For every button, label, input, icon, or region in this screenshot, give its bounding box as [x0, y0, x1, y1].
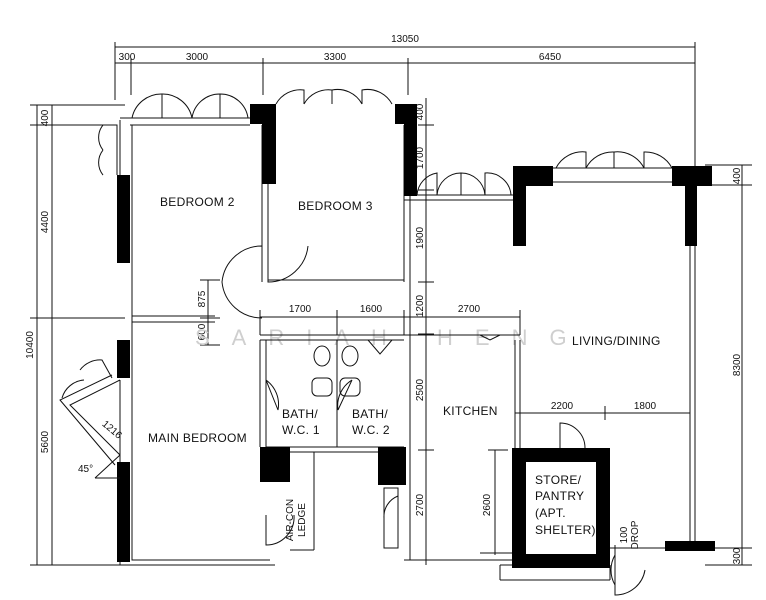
room-label-bath-1-line-2: W.C. 1	[282, 423, 320, 437]
dim-top-3300: 3300	[324, 52, 347, 63]
room-label-main-bedroom: MAIN BEDROOM	[148, 431, 247, 445]
kitchen-2600-dimension: 2600	[482, 449, 508, 555]
dim-angle-45: 45°	[78, 464, 93, 475]
dim-inner-1700: 1700	[289, 304, 312, 315]
dim-top-300: 300	[119, 52, 136, 63]
store-interior	[526, 462, 596, 554]
dim-v-1700: 1700	[415, 146, 426, 169]
dim-left-4400: 4400	[40, 210, 51, 233]
dim-top-6450: 6450	[539, 52, 562, 63]
room-label-bedroom-3: BEDROOM 3	[298, 199, 373, 213]
dim-right-400: 400	[732, 167, 743, 184]
dim-inner-1600: 1600	[360, 304, 383, 315]
basin-icon	[313, 345, 331, 367]
dim-top-3000: 3000	[186, 52, 209, 63]
dim-left-400: 400	[40, 109, 51, 126]
doors	[221, 245, 646, 596]
left-dimensions: 400 4400 10400 5600	[25, 104, 125, 566]
dim-mid-600: 600	[197, 323, 208, 340]
internal-vertical-dimensions: 400 1700 1900 1200 2500 2700	[415, 98, 434, 565]
toilet-icon	[339, 377, 361, 397]
drop-label-line-1: 100	[619, 526, 630, 543]
room-label-bath-2-line-1: BATH/	[352, 407, 388, 421]
drop-label-line-2: DROP	[630, 520, 641, 549]
dim-v-400: 400	[415, 103, 426, 120]
basin-icon	[341, 345, 359, 367]
dim-right-8300: 8300	[732, 353, 743, 376]
store-horizontal-dimensions: 2200 1800	[514, 401, 690, 450]
room-label-aircon-line-1: AIR-CON	[285, 499, 296, 541]
dim-mid-875: 875	[197, 290, 208, 307]
solid-walls	[117, 104, 715, 568]
dim-v-1900: 1900	[415, 226, 426, 249]
mid-dimensions: 875 600	[197, 279, 220, 346]
room-label-store-line-1: STORE/	[535, 473, 582, 487]
room-label-bath-1-line-1: BATH/	[282, 407, 318, 421]
windows	[61, 89, 673, 399]
dim-inner-2700: 2700	[458, 304, 481, 315]
dim-left-5600: 5600	[40, 430, 51, 453]
right-dimensions: 400 8300 300	[705, 164, 752, 566]
dim-h-1800: 1800	[634, 401, 657, 412]
room-label-aircon-line-2: LEDGE	[297, 503, 308, 537]
dim-v-2700: 2700	[415, 493, 426, 516]
watermark: SARIAH HENG	[195, 325, 589, 350]
dim-total-width: 13050	[391, 34, 419, 45]
dim-v-2600: 2600	[482, 493, 493, 516]
dim-v-1200: 1200	[415, 294, 426, 317]
bath-fixtures	[311, 345, 361, 397]
dim-h-2200: 2200	[551, 401, 574, 412]
room-label-store-line-3: (APT.	[535, 506, 566, 520]
room-label-living-dining: LIVING/DINING	[572, 334, 661, 348]
top-dimensions: 13050 300 3000 3300 6450	[114, 34, 696, 175]
room-label-bath-2-line-2: W.C. 2	[352, 423, 390, 437]
room-label-store-line-2: PANTRY	[535, 489, 584, 503]
dim-right-300: 300	[732, 547, 743, 564]
dim-v-2500: 2500	[415, 378, 426, 401]
interior-horizontal-dimensions: 1700 1600 2700	[259, 304, 521, 335]
room-label-store-line-4: SHELTER)	[535, 523, 596, 537]
dim-left-10400: 10400	[25, 331, 36, 359]
room-label-kitchen: KITCHEN	[443, 404, 498, 418]
room-label-bedroom-2: BEDROOM 2	[160, 195, 235, 209]
toilet-icon	[311, 377, 333, 397]
room-labels: BEDROOM 2 BEDROOM 3 MAIN BEDROOM LIVING/…	[148, 195, 661, 549]
